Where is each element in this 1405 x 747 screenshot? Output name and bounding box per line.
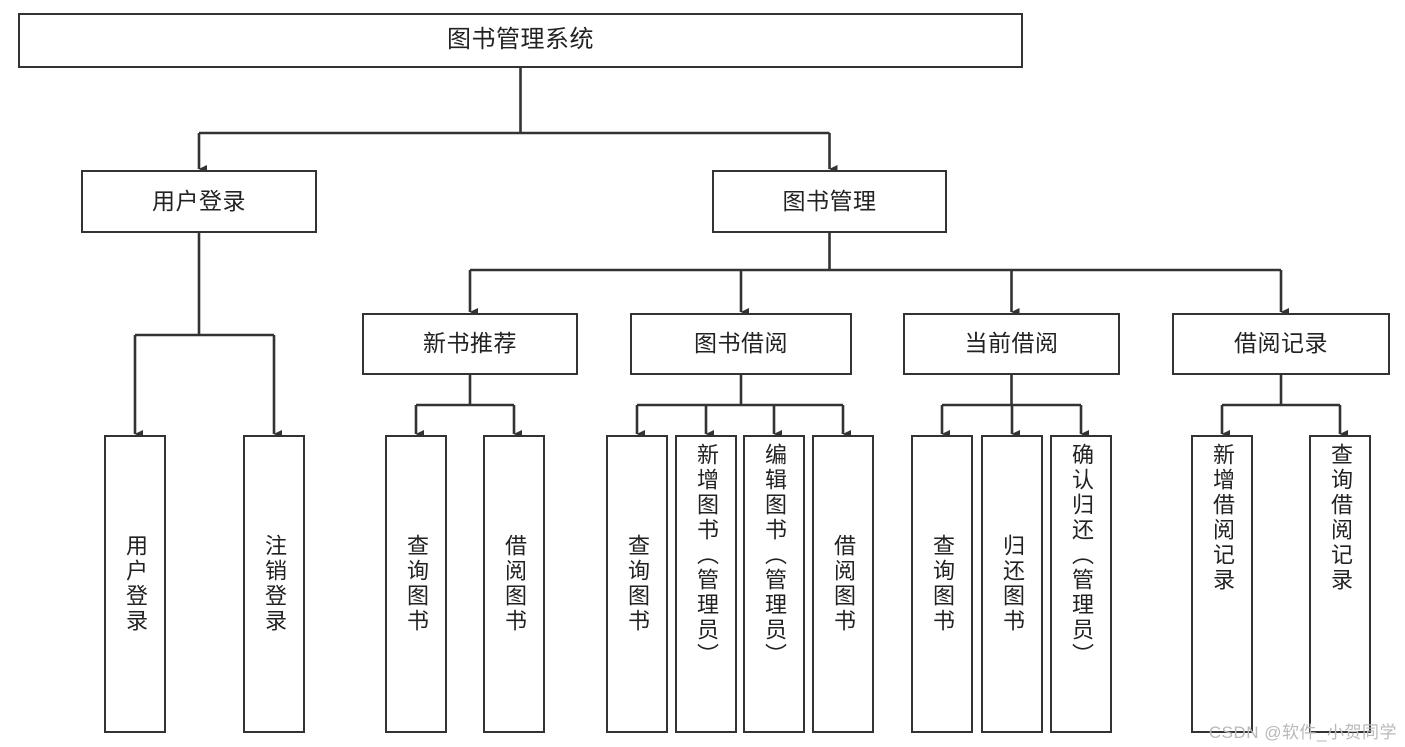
node-leaf-query-book-2[interactable]: 查询图书 xyxy=(606,435,668,733)
node-leaf-return-book[interactable]: 归还图书 xyxy=(981,435,1043,733)
node-leaf-user-login[interactable]: 用户登录 xyxy=(104,435,166,733)
node-label-book-manage: 图书管理 xyxy=(782,187,877,214)
node-leaf-add-record[interactable]: 新增借阅记录 xyxy=(1191,435,1253,733)
node-leaf-confirm-return[interactable]: 确认归还（管理员） xyxy=(1050,435,1112,733)
node-leaf-query-record[interactable]: 查询借阅记录 xyxy=(1309,435,1371,733)
node-label-leaf-query-book-1: 查询图书 xyxy=(404,534,429,634)
node-current-borrow[interactable]: 当前借阅 xyxy=(903,313,1120,375)
node-label-leaf-edit-book: 编辑图书（管理员） xyxy=(762,443,787,668)
node-label-leaf-borrow-book-2: 借阅图书 xyxy=(831,534,856,634)
node-label-new-book-rec: 新书推荐 xyxy=(423,330,517,357)
node-label-leaf-user-login: 用户登录 xyxy=(123,534,148,634)
node-book-borrow[interactable]: 图书借阅 xyxy=(630,313,852,375)
node-label-leaf-user-logout: 注销登录 xyxy=(262,534,287,634)
node-borrow-record[interactable]: 借阅记录 xyxy=(1172,313,1390,375)
node-label-root: 图书管理系统 xyxy=(447,26,594,54)
node-book-manage[interactable]: 图书管理 xyxy=(712,170,947,233)
node-label-leaf-add-book: 新增图书（管理员） xyxy=(694,443,719,668)
node-root[interactable]: 图书管理系统 xyxy=(18,13,1023,68)
node-label-leaf-return-book: 归还图书 xyxy=(1000,534,1025,634)
node-leaf-query-book-1[interactable]: 查询图书 xyxy=(385,435,447,733)
node-new-book-rec[interactable]: 新书推荐 xyxy=(362,313,578,375)
node-label-book-borrow: 图书借阅 xyxy=(694,330,788,357)
node-label-borrow-record: 借阅记录 xyxy=(1234,330,1328,357)
node-user-login[interactable]: 用户登录 xyxy=(81,170,317,233)
node-label-leaf-query-record: 查询借阅记录 xyxy=(1328,443,1353,593)
node-label-leaf-query-book-2: 查询图书 xyxy=(625,534,650,634)
node-leaf-edit-book[interactable]: 编辑图书（管理员） xyxy=(743,435,805,733)
watermark-text: CSDN @软件_小贺同学 xyxy=(1208,723,1397,742)
node-leaf-borrow-book-1[interactable]: 借阅图书 xyxy=(483,435,545,733)
node-leaf-query-book-3[interactable]: 查询图书 xyxy=(911,435,973,733)
node-label-leaf-add-record: 新增借阅记录 xyxy=(1210,443,1235,593)
node-label-leaf-confirm-return: 确认归还（管理员） xyxy=(1069,443,1094,668)
node-leaf-user-logout[interactable]: 注销登录 xyxy=(243,435,305,733)
node-label-user-login: 用户登录 xyxy=(152,187,246,214)
node-label-leaf-query-book-3: 查询图书 xyxy=(930,534,955,634)
node-label-leaf-borrow-book-1: 借阅图书 xyxy=(502,534,527,634)
node-leaf-add-book[interactable]: 新增图书（管理员） xyxy=(675,435,737,733)
connector-lines xyxy=(133,68,1348,439)
node-label-current-borrow: 当前借阅 xyxy=(964,330,1059,357)
node-leaf-borrow-book-2[interactable]: 借阅图书 xyxy=(812,435,874,733)
